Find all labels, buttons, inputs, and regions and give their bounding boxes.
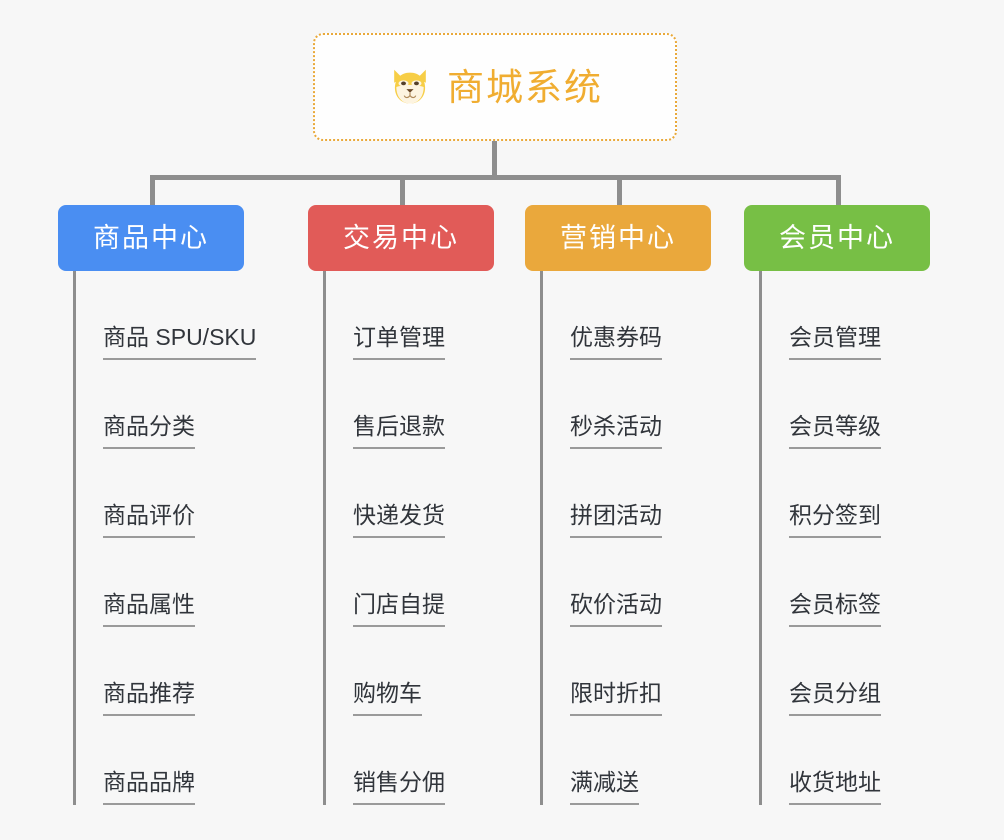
list-item[interactable]: 商品分类: [76, 360, 244, 449]
list-item[interactable]: 商品评价: [76, 449, 244, 538]
category-box-product-center[interactable]: 商品中心: [58, 205, 244, 271]
list-item[interactable]: 订单管理: [326, 271, 494, 360]
category-label: 会员中心: [779, 222, 895, 253]
list-item[interactable]: 商品 SPU/SKU: [76, 271, 257, 360]
child-label: 限时折扣: [570, 680, 662, 716]
child-label: 商品评价: [103, 502, 195, 538]
child-label: 商品推荐: [103, 680, 195, 716]
child-label: 购物车: [353, 680, 422, 716]
column-trade-center: 交易中心 订单管理 售后退款 快递发货 门店自提 购物车 销售分佣: [308, 205, 494, 805]
category-label: 营销中心: [560, 222, 676, 253]
list-item[interactable]: 秒杀活动: [543, 360, 711, 449]
list-item[interactable]: 砍价活动: [543, 538, 711, 627]
child-label: 商品 SPU/SKU: [103, 324, 257, 360]
child-label: 商品品牌: [103, 769, 195, 805]
category-label: 交易中心: [343, 222, 459, 253]
child-list-member-center: 会员管理 会员等级 积分签到 会员标签 会员分组 收货地址: [759, 271, 930, 805]
list-item[interactable]: 销售分佣: [326, 716, 494, 805]
child-label: 商品分类: [103, 413, 195, 449]
column-marketing-center: 营销中心 优惠券码 秒杀活动 拼团活动 砍价活动 限时折扣 满减送: [525, 205, 711, 805]
list-item[interactable]: 商品属性: [76, 538, 244, 627]
list-item[interactable]: 限时折扣: [543, 627, 711, 716]
child-label: 会员管理: [789, 324, 881, 360]
child-label: 订单管理: [353, 324, 445, 360]
list-item[interactable]: 积分签到: [762, 449, 930, 538]
child-label: 商品属性: [103, 591, 195, 627]
list-item[interactable]: 门店自提: [326, 538, 494, 627]
list-item[interactable]: 会员标签: [762, 538, 930, 627]
child-label: 拼团活动: [570, 502, 662, 538]
category-box-member-center[interactable]: 会员中心: [744, 205, 930, 271]
connector-vertical-stem: [492, 141, 497, 177]
child-label: 快递发货: [353, 502, 445, 538]
list-item[interactable]: 购物车: [326, 627, 494, 716]
child-label: 会员等级: [789, 413, 881, 449]
connector-horizontal-bus: [150, 175, 841, 180]
child-label: 满减送: [570, 769, 639, 805]
list-item[interactable]: 会员分组: [762, 627, 930, 716]
child-list-product-center: 商品 SPU/SKU 商品分类 商品评价 商品属性 商品推荐 商品品牌: [73, 271, 257, 805]
list-item[interactable]: 会员等级: [762, 360, 930, 449]
category-label: 商品中心: [93, 222, 209, 253]
child-label: 会员分组: [789, 680, 881, 716]
child-label: 销售分佣: [353, 769, 445, 805]
child-label: 售后退款: [353, 413, 445, 449]
connector-drop-member: [836, 175, 841, 207]
column-member-center: 会员中心 会员管理 会员等级 积分签到 会员标签 会员分组 收货地址: [744, 205, 930, 805]
list-item[interactable]: 满减送: [543, 716, 711, 805]
list-item[interactable]: 快递发货: [326, 449, 494, 538]
list-item[interactable]: 售后退款: [326, 360, 494, 449]
child-label: 会员标签: [789, 591, 881, 627]
list-item[interactable]: 拼团活动: [543, 449, 711, 538]
child-list-marketing-center: 优惠券码 秒杀活动 拼团活动 砍价活动 限时折扣 满减送: [540, 271, 711, 805]
list-item[interactable]: 会员管理: [762, 271, 930, 360]
child-label: 门店自提: [353, 591, 445, 627]
category-box-marketing-center[interactable]: 营销中心: [525, 205, 711, 271]
root-node-mall-system[interactable]: 商城系统: [313, 33, 677, 141]
connector-drop-product: [150, 175, 155, 207]
child-list-trade-center: 订单管理 售后退款 快递发货 门店自提 购物车 销售分佣: [323, 271, 494, 805]
shiba-dog-face-icon: [394, 69, 426, 104]
list-item[interactable]: 商品推荐: [76, 627, 244, 716]
child-label: 秒杀活动: [570, 413, 662, 449]
list-item[interactable]: 优惠券码: [543, 271, 711, 360]
root-title: 商城系统: [447, 66, 603, 108]
list-item[interactable]: 收货地址: [762, 716, 930, 805]
category-box-trade-center[interactable]: 交易中心: [308, 205, 494, 271]
connector-drop-trade: [400, 175, 405, 207]
child-label: 砍价活动: [570, 591, 662, 627]
column-product-center: 商品中心 商品 SPU/SKU 商品分类 商品评价 商品属性 商品推荐 商品品牌: [58, 205, 257, 805]
connector-drop-marketing: [617, 175, 622, 207]
child-label: 积分签到: [789, 502, 881, 538]
child-label: 收货地址: [789, 769, 881, 805]
list-item[interactable]: 商品品牌: [76, 716, 244, 805]
child-label: 优惠券码: [570, 324, 662, 360]
